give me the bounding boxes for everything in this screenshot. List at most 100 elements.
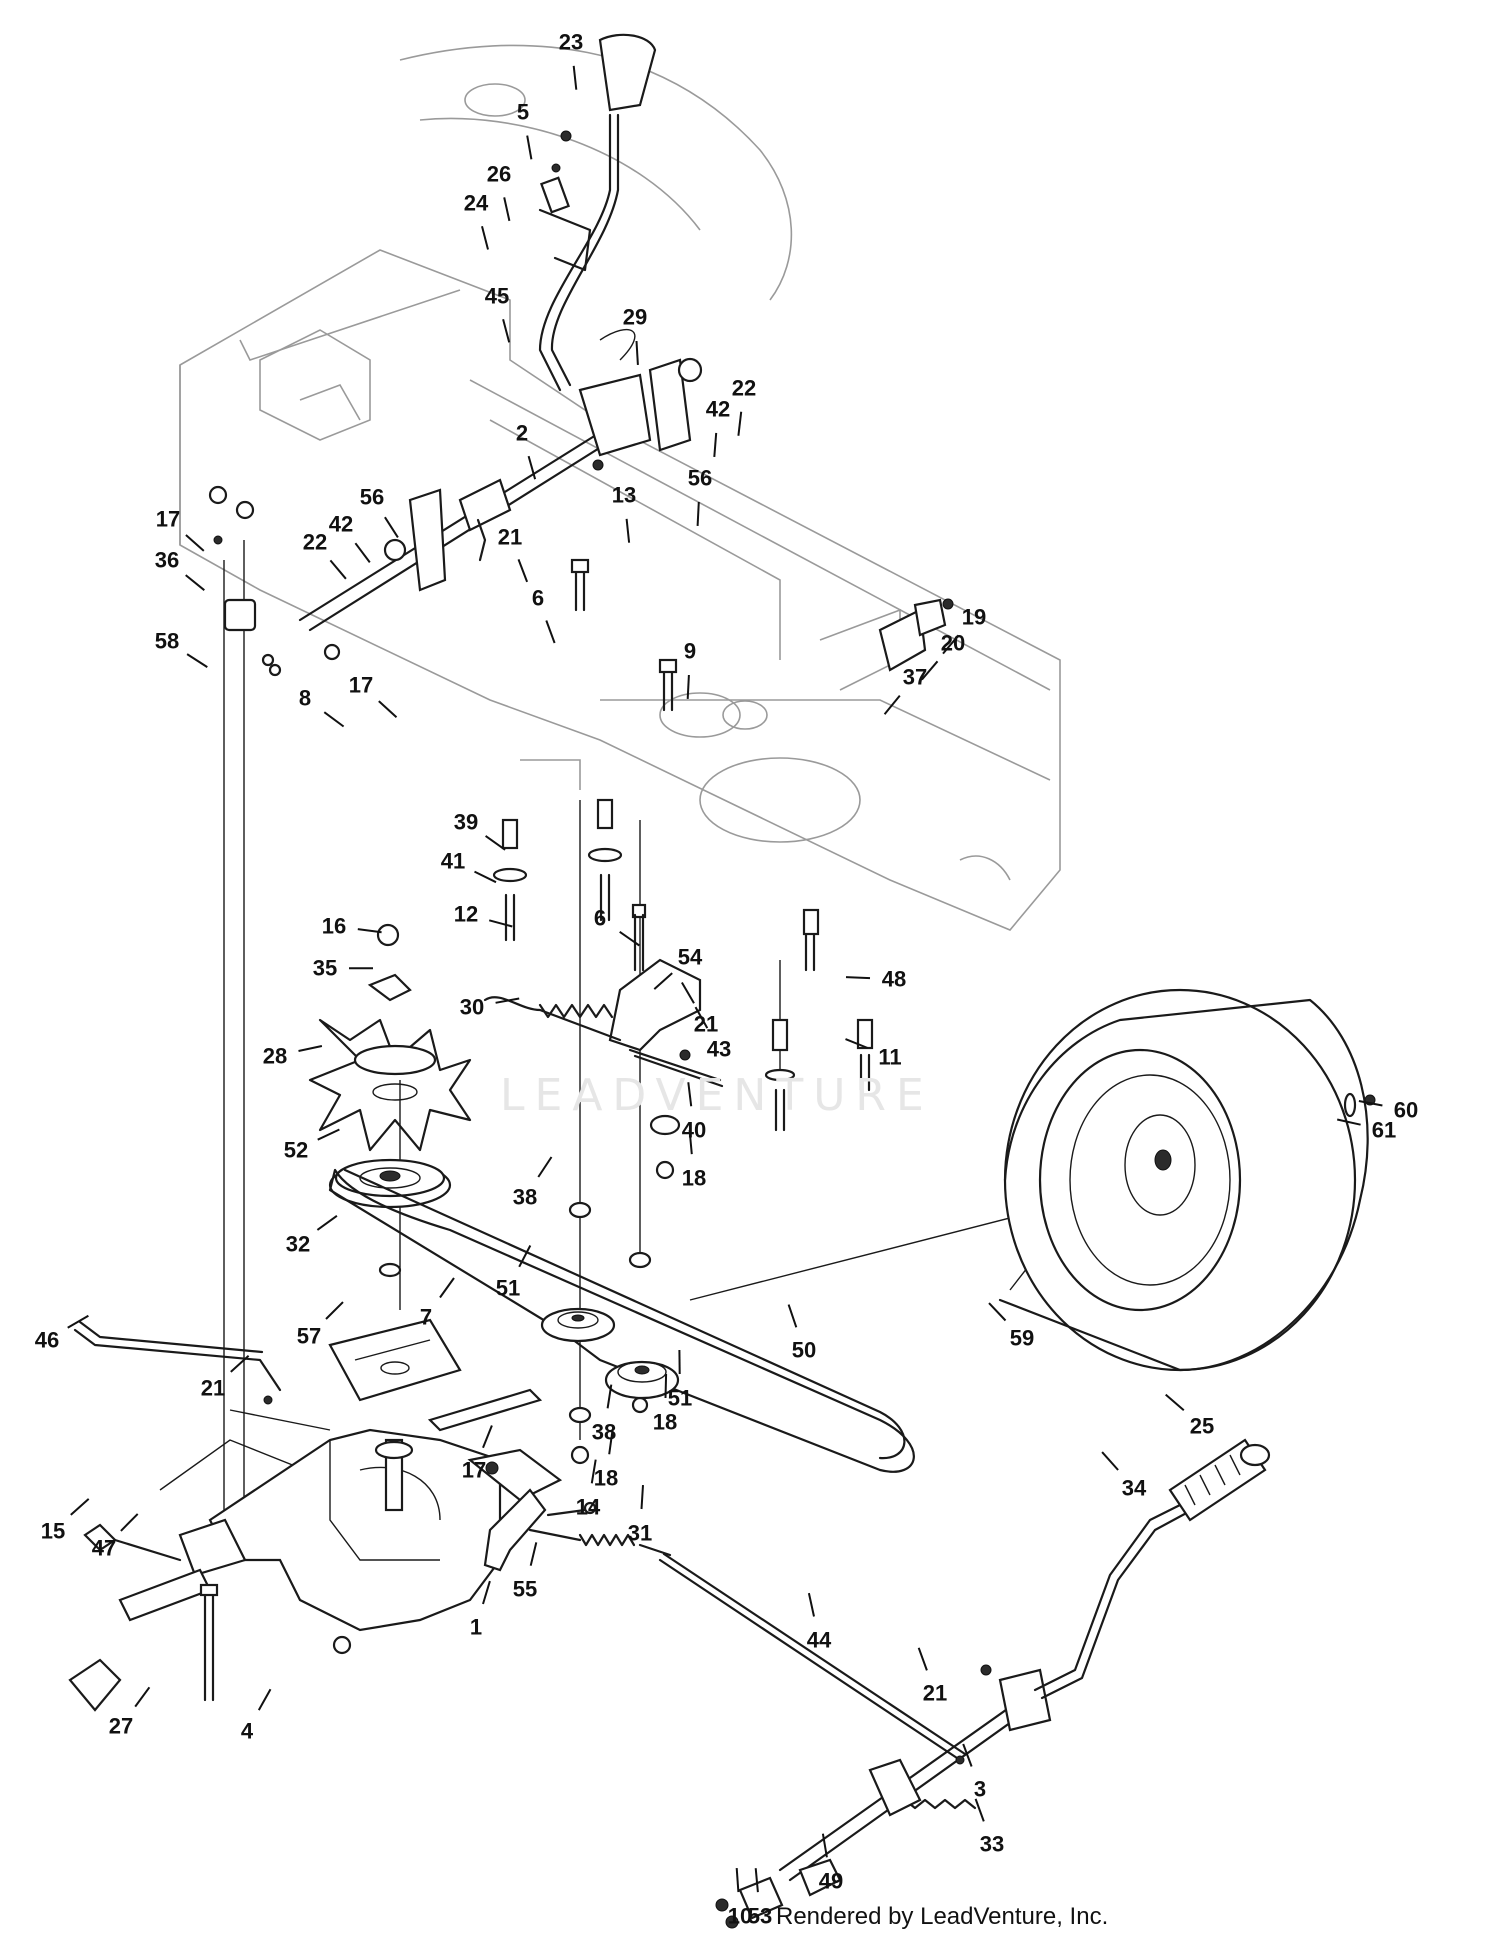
idler-pulley-1 [540,1307,616,1343]
callout-label: 16 [322,914,346,939]
callout-12: 12 [454,902,513,928]
callout-leader [942,634,960,655]
callout-label: 61 [1372,1118,1396,1143]
idler-pulley-2 [604,1360,680,1400]
callout-54: 54 [653,945,703,990]
callout-19: 19 [942,605,986,655]
callout-label: 56 [688,466,712,491]
callout-10: 10 [728,1868,752,1929]
callout-label: 6 [594,906,606,931]
tension-spring [528,1528,672,1557]
callout-label: 47 [92,1536,116,1561]
callout-43: 43 [694,1006,731,1062]
callout-51: 51 [668,1349,692,1411]
callout-label: 19 [962,605,986,630]
callout-label: 30 [460,995,484,1020]
callout-label: 17 [156,507,180,532]
callout-label: 55 [513,1577,537,1602]
callout-22: 22 [732,376,756,436]
callout-leader [439,1277,455,1299]
callout-leader [664,1373,668,1399]
callout-20: 20 [921,631,965,681]
callout-6: 6 [594,906,640,947]
callout-32: 32 [286,1214,338,1257]
callout-label: 52 [284,1138,308,1163]
callout-leader [354,542,371,564]
callout-leader [807,1592,815,1617]
bypass-rod [73,1320,282,1392]
callout-17: 17 [349,673,398,719]
callout-leader [653,972,673,990]
callout-leader [845,976,871,980]
callout-46: 46 [35,1314,89,1353]
callout-label: 48 [882,967,906,992]
callout-label: 15 [41,1519,65,1544]
transmission-pulley [328,1158,452,1209]
callout-leader [357,928,382,934]
callout-leader [527,455,537,480]
return-spring [903,1798,977,1810]
watermark: LEADVENTURE [500,1070,934,1121]
callout-label: 4 [241,1719,254,1744]
callout-label: 49 [819,1869,843,1894]
callout-leader [921,660,939,681]
lever-bracket [538,130,592,272]
callout-label: 34 [1122,1476,1147,1501]
belt-keeper [328,1318,462,1402]
callout-16: 16 [322,914,382,939]
callout-label: 20 [941,631,965,656]
callout-label: 12 [454,902,478,927]
callout-leader [502,318,511,343]
callout-leader [185,534,205,552]
callout-38: 38 [513,1156,553,1210]
callout-leader [687,1082,693,1107]
callout-label: 13 [612,483,636,508]
callout-leader [257,1688,272,1711]
callout-18: 18 [682,1130,706,1191]
callout-14: 14 [576,1459,601,1520]
callout-label: 60 [1394,1098,1418,1123]
callout-leader [696,501,700,526]
callout-8: 8 [299,686,345,728]
callout-7: 7 [420,1277,455,1330]
callout-42: 42 [706,397,730,457]
callout-leader [713,432,718,457]
callout-47: 47 [92,1513,139,1561]
callout-label: 18 [682,1166,706,1191]
drive-belt [328,1168,915,1473]
control-arm [483,1488,547,1572]
callout-label: 38 [513,1185,537,1210]
callout-label: 10 [728,1904,752,1929]
callout-label: 51 [496,1276,520,1301]
callout-35: 35 [313,956,374,981]
callout-label: 18 [594,1466,618,1491]
callout-leader [323,711,345,728]
callout-4: 4 [241,1688,272,1744]
callout-17: 17 [156,507,205,552]
callout-label: 9 [684,639,696,664]
callout-label: 3 [974,1777,986,1802]
callout-18: 18 [653,1373,677,1435]
callout-label: 21 [923,1681,947,1706]
callout-27: 27 [109,1686,151,1739]
callout-label: 21 [201,1376,225,1401]
footer-credit: Rendered by LeadVenture, Inc. [776,1903,1109,1930]
shift-knob [598,33,657,112]
callout-leader [378,700,398,719]
callout-28: 28 [263,1044,323,1069]
callout-29: 29 [623,305,647,365]
callout-label: 18 [653,1410,677,1435]
callout-42: 42 [329,512,371,564]
callout-15: 15 [41,1498,90,1544]
callout-48: 48 [845,967,906,992]
callout-leader [974,1798,985,1822]
callout-30: 30 [460,995,520,1020]
callout-11: 11 [845,1038,902,1070]
shift-shaft [298,328,703,632]
callout-leader [619,930,640,947]
callout-leader [134,1686,151,1708]
callout-leader [298,1045,323,1052]
callout-label: 23 [559,30,583,55]
callout-label: 41 [441,849,465,874]
